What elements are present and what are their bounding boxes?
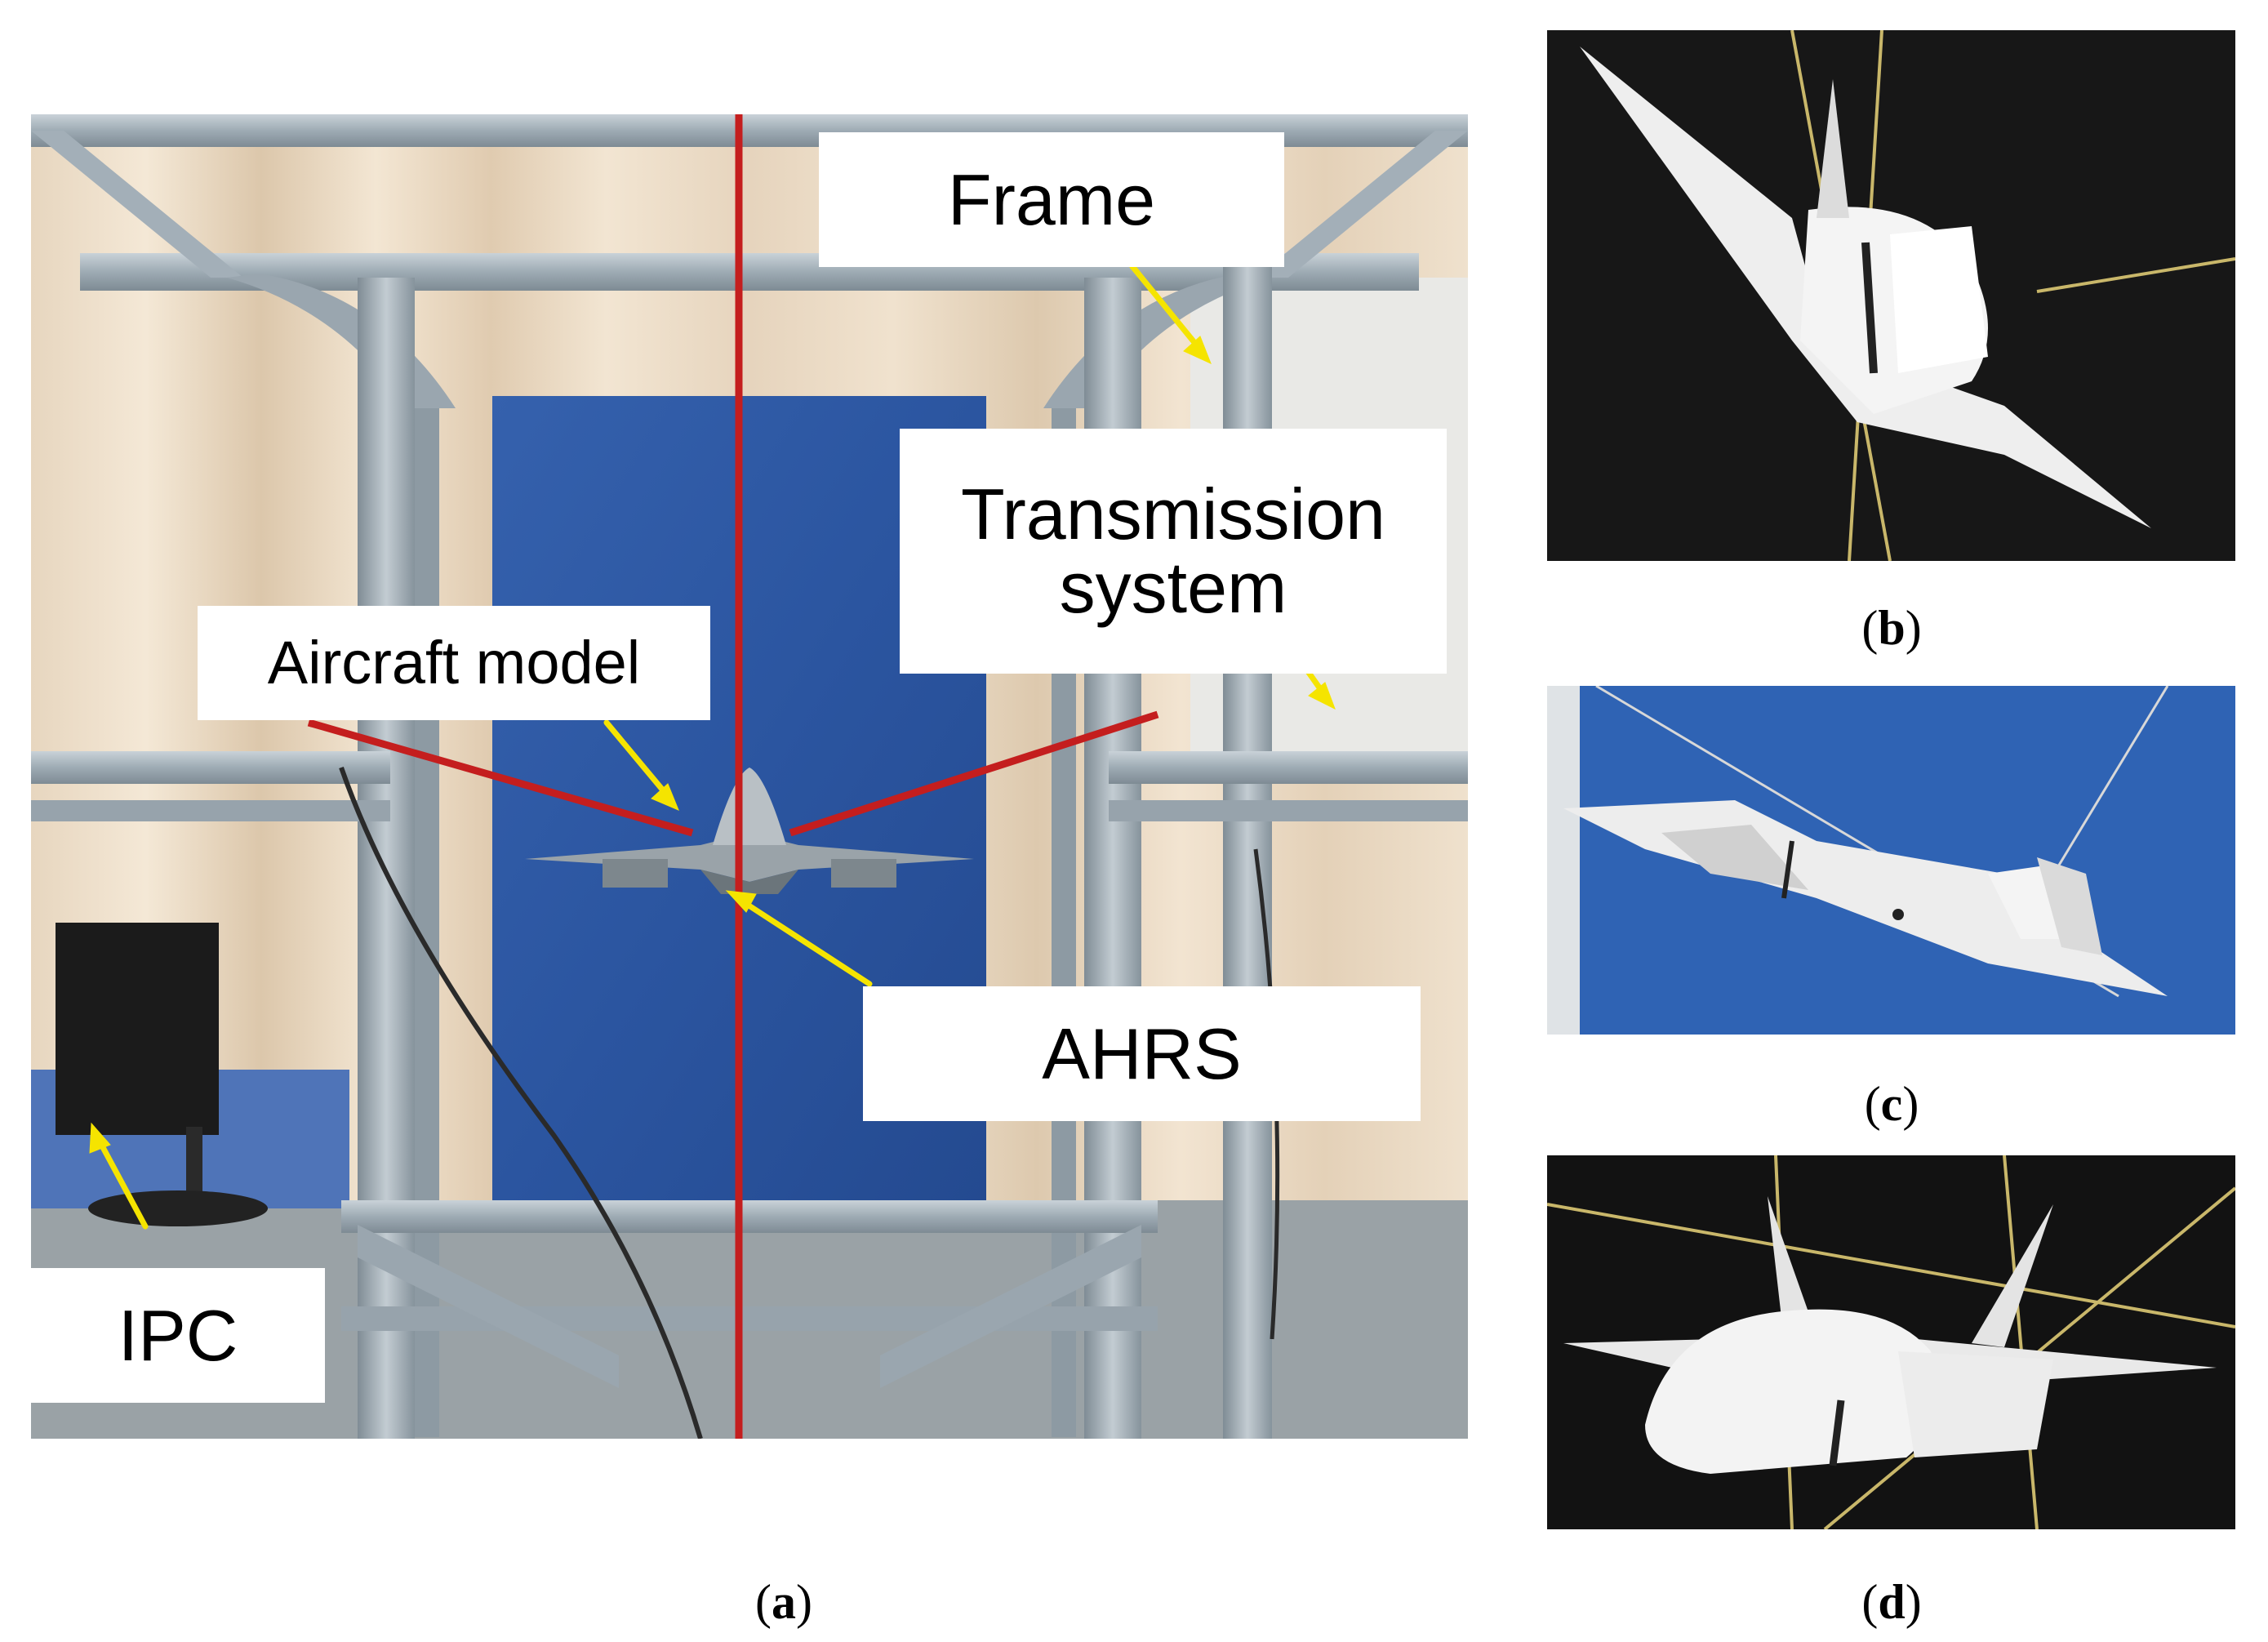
caption-b: (b)	[1861, 601, 1922, 655]
caption-a: (a)	[755, 1575, 812, 1629]
label-aircraft-model: Aircraft model	[198, 606, 710, 720]
caption-c: (c)	[1864, 1077, 1919, 1131]
photo-aircraft-side	[1547, 686, 2235, 1035]
caption-d: (d)	[1861, 1575, 1922, 1629]
test-rig-illustration	[31, 114, 1468, 1439]
label-frame: Frame	[819, 132, 1284, 267]
photo-aircraft-banked	[1547, 30, 2235, 561]
aircraft-banked-illustration	[1547, 30, 2235, 561]
photo-aircraft-front	[1547, 1155, 2235, 1529]
label-transmission-system: Transmission system	[900, 429, 1447, 674]
label-ipc: IPC	[31, 1268, 325, 1403]
aircraft-front-illustration	[1547, 1155, 2235, 1529]
aircraft-model-shape	[525, 768, 974, 894]
photo-test-rig	[31, 114, 1468, 1439]
label-ahrs: AHRS	[863, 986, 1421, 1121]
aircraft-side-illustration	[1547, 686, 2235, 1035]
